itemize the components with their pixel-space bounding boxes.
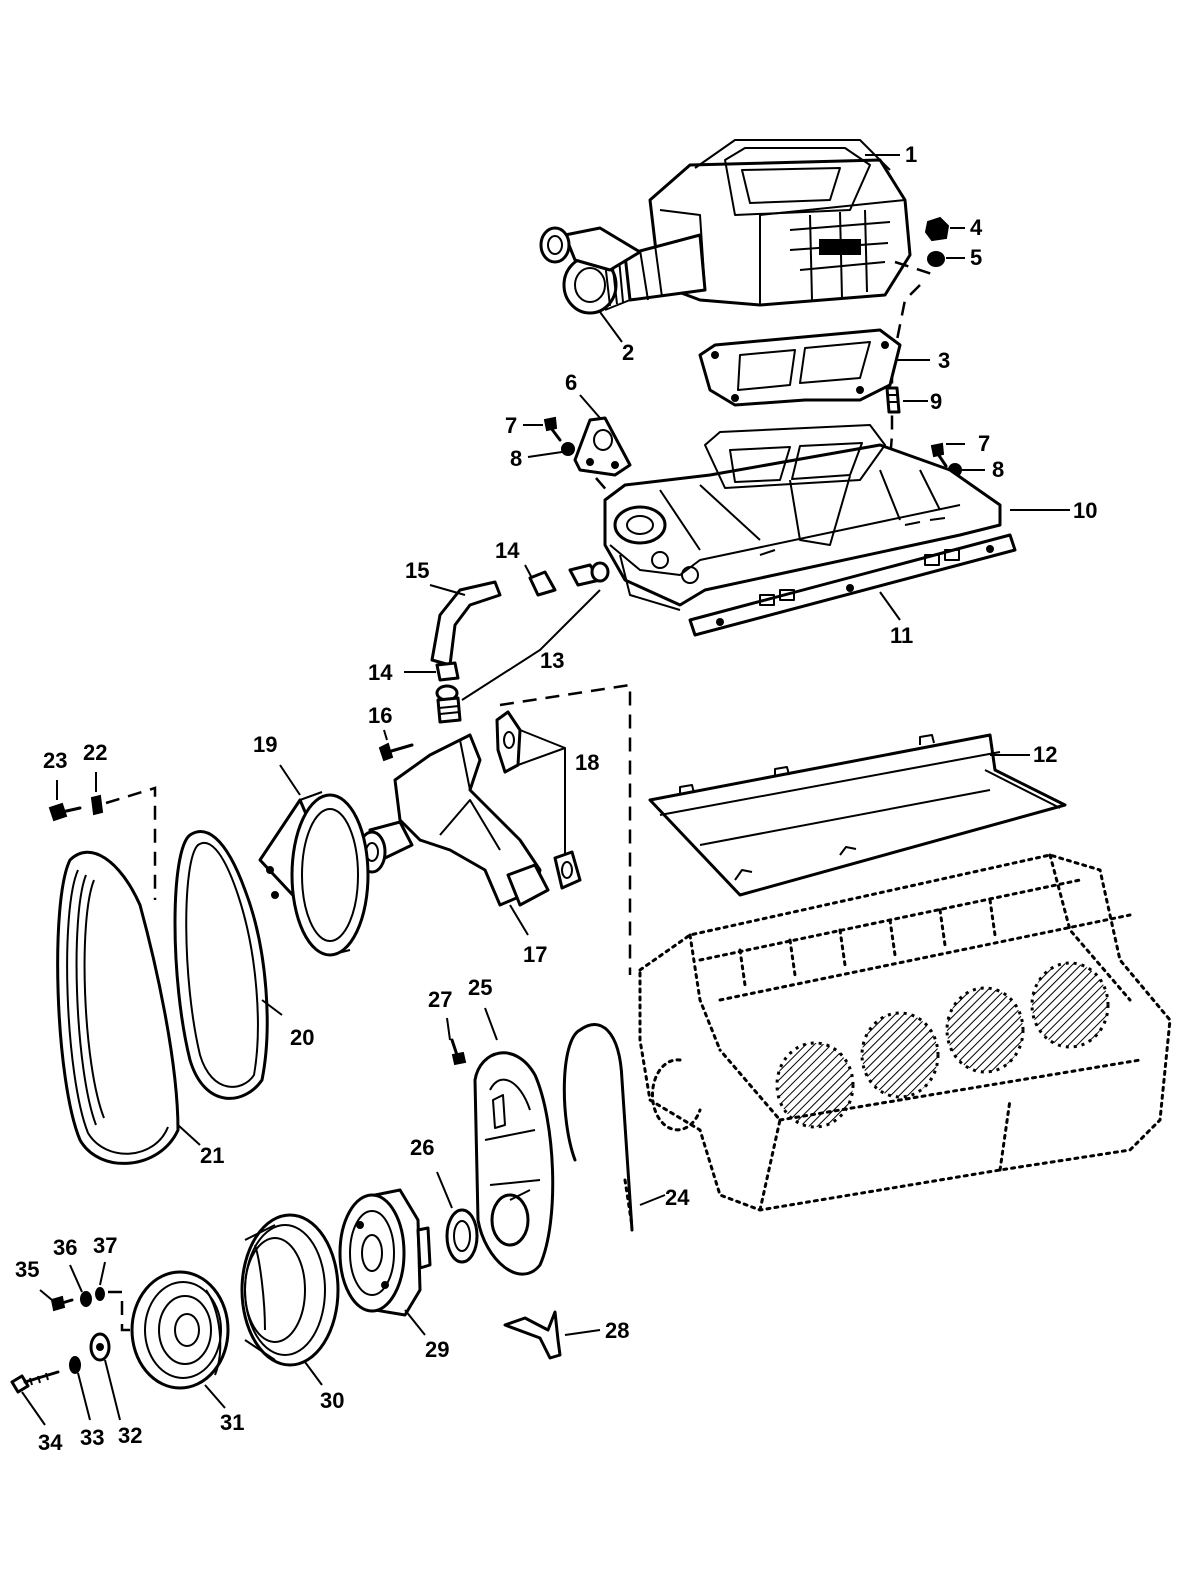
fittings-and-hose — [430, 561, 610, 724]
callout-36: 36 — [53, 1235, 77, 1260]
callout-31: 31 — [220, 1410, 244, 1435]
timing-cover-gasket — [562, 1023, 634, 1232]
accessory-drive-belt-inner — [185, 841, 259, 1088]
callout-15: 15 — [405, 558, 429, 583]
alignment-line — [888, 260, 936, 461]
callout-17: 17 — [523, 942, 547, 967]
callout-34: 34 — [38, 1430, 63, 1455]
serpentine-belt — [56, 850, 180, 1165]
callout-14b: 14 — [368, 660, 393, 685]
callout-21: 21 — [200, 1143, 224, 1168]
callout-labels: 1 2 3 4 5 6 7 7 8 8 9 10 11 12 13 14 14 … — [15, 142, 1097, 1455]
callout-16: 16 — [368, 703, 392, 728]
timing-cover-gasket-holes — [623, 1178, 634, 1228]
callout-25: 25 — [468, 975, 492, 1000]
harmonic-balancer — [338, 1188, 432, 1317]
water-pump-bolt — [378, 742, 414, 762]
lifting-bracket — [573, 416, 632, 477]
callout-22: 22 — [83, 740, 107, 765]
callout-3: 3 — [938, 348, 950, 373]
alignment-line — [105, 786, 157, 900]
callout-13: 13 — [540, 648, 564, 673]
engine-block-outline — [638, 853, 1172, 1212]
callout-24: 24 — [665, 1185, 690, 1210]
callout-10: 10 — [1073, 498, 1097, 523]
valley-baffle — [648, 733, 1067, 897]
stud — [885, 386, 901, 414]
timing-cover — [473, 1051, 555, 1276]
callout-23: 23 — [43, 748, 67, 773]
callout-20: 20 — [290, 1025, 314, 1050]
callout-29: 29 — [425, 1337, 449, 1362]
manifold-gasket — [688, 533, 1017, 637]
callout-19: 19 — [253, 732, 277, 757]
callout-7b: 7 — [978, 431, 990, 456]
callout-5: 5 — [970, 245, 982, 270]
callout-11: 11 — [890, 623, 913, 648]
water-pump — [357, 733, 550, 907]
callout-27: 27 — [428, 987, 452, 1012]
timing-pointer — [503, 1310, 562, 1360]
callout-14a: 14 — [495, 538, 520, 563]
pulley-hardware — [10, 1287, 111, 1394]
supercharger-housing — [539, 139, 912, 315]
accessory-drive-belt — [173, 830, 269, 1100]
callout-28: 28 — [605, 1318, 629, 1343]
callout-32: 32 — [118, 1423, 142, 1448]
crankshaft-pulley — [240, 1213, 340, 1367]
nut-and-washer — [924, 216, 950, 267]
timing-cover-bolt — [450, 1038, 467, 1066]
callout-26: 26 — [410, 1135, 434, 1160]
belt-tensioner-hardware — [48, 794, 104, 822]
alignment-line — [108, 1290, 135, 1332]
callout-8a: 8 — [510, 446, 522, 471]
callout-1: 1 — [905, 142, 917, 167]
callout-12: 12 — [1033, 742, 1057, 767]
callout-37: 37 — [93, 1233, 117, 1258]
callout-7a: 7 — [505, 413, 517, 438]
leader-lines — [21, 154, 1070, 1426]
callout-33: 33 — [80, 1425, 104, 1450]
callout-35: 35 — [15, 1257, 39, 1282]
callout-30: 30 — [320, 1388, 344, 1413]
callout-6: 6 — [565, 370, 577, 395]
alignment-line — [499, 683, 632, 975]
bolts-and-washers — [543, 416, 962, 477]
callout-2: 2 — [622, 340, 634, 365]
intake-manifold — [603, 424, 1002, 611]
supercharger-gasket — [698, 328, 902, 407]
callout-4: 4 — [970, 215, 983, 240]
accessory-pulley — [130, 1270, 230, 1390]
callout-18: 18 — [575, 750, 599, 775]
callout-9: 9 — [930, 389, 942, 414]
water-pump-pulley — [258, 791, 370, 957]
callout-8b: 8 — [992, 457, 1004, 482]
crankshaft-seal — [445, 1208, 479, 1264]
